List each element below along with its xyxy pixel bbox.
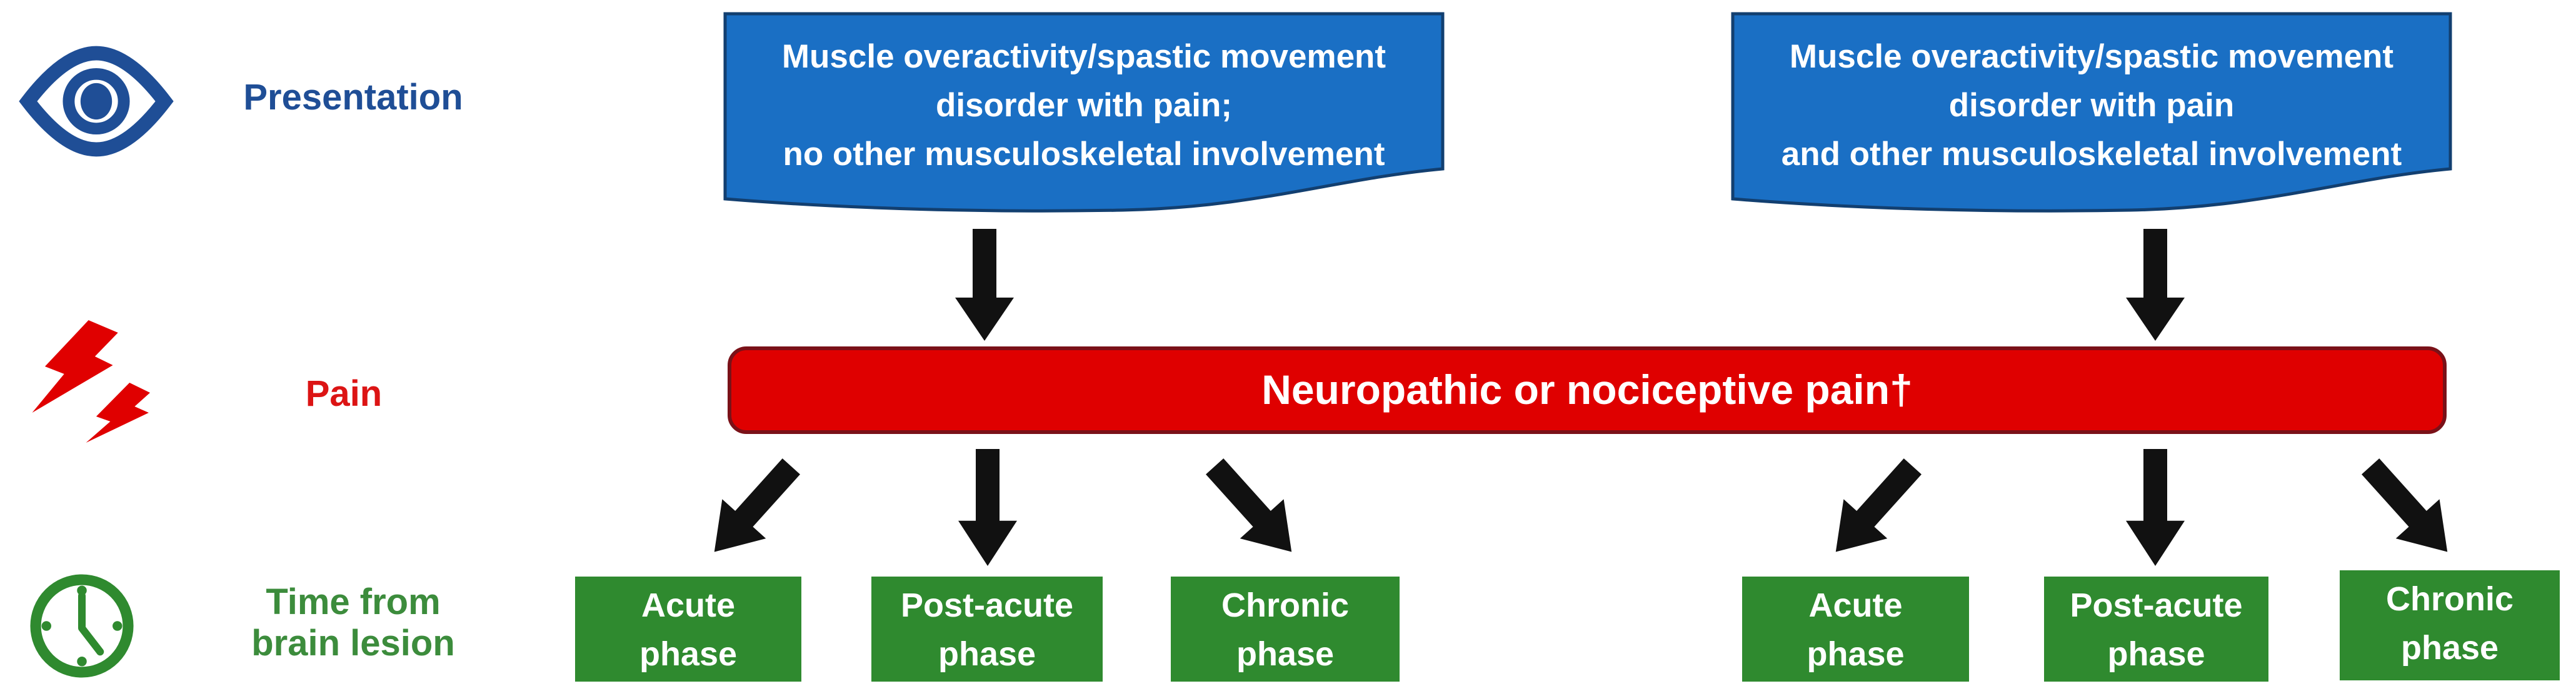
phase-box-chronic-right: Chronic phase <box>2340 570 2560 680</box>
phase-box-chronic-left: Chronic phase <box>1171 577 1400 682</box>
presentation-box-left-text: Muscle overactivity/spastic movement dis… <box>740 33 1428 179</box>
text-line: disorder with pain; <box>935 87 1233 124</box>
pain-label: Pain <box>305 373 383 414</box>
phase-line: Acute <box>641 587 736 624</box>
phase-line: phase <box>1236 635 1335 673</box>
text-line: Muscle overactivity/spastic movement <box>781 38 1386 75</box>
presentation-box-right-text: Muscle overactivity/spastic movement dis… <box>1748 33 2435 179</box>
presentation-box-right: Muscle overactivity/spastic movement dis… <box>1730 11 2453 218</box>
eye-icon <box>18 36 175 166</box>
phase-box-acute-left: Acute phase <box>575 577 801 682</box>
arrow-down-icon <box>956 449 1019 567</box>
text-line: Muscle overactivity/spastic movement <box>1789 38 2394 75</box>
phase-box-acute-right: Acute phase <box>1742 577 1969 682</box>
phase-line: Chronic <box>2385 580 2513 618</box>
lightning-icon <box>22 318 150 443</box>
arrow-down-right-icon <box>1191 445 1315 573</box>
clock-icon <box>28 572 136 680</box>
text-line: disorder with pain <box>1948 87 2235 124</box>
wave-shape <box>1731 12 2452 213</box>
pain-bar: Neuropathic or nociceptive pain† <box>728 346 2447 434</box>
time-label-line1: Time from <box>266 582 441 622</box>
arrow-down-left-icon <box>1812 445 1936 573</box>
phase-line: phase <box>2400 629 2499 667</box>
time-label-line2: brain lesion <box>251 623 455 663</box>
phase-line: Chronic <box>1221 587 1349 624</box>
phase-line: phase <box>938 635 1036 673</box>
arrow-down-icon <box>953 229 1016 341</box>
presentation-label: Presentation <box>243 77 463 118</box>
text-line: no other musculoskeletal involvement <box>783 136 1385 173</box>
phase-line: Post-acute <box>2070 587 2243 624</box>
arrow-down-icon <box>2124 449 2187 567</box>
arrow-down-left-icon <box>691 445 814 573</box>
phase-line: phase <box>639 635 738 673</box>
text-line: and other musculoskeletal involvement <box>1781 136 2402 173</box>
time-label: Time from brain lesion <box>206 582 500 664</box>
arrow-down-icon <box>2124 229 2187 341</box>
phase-line: Acute <box>1808 587 1903 624</box>
phase-box-postacute-right: Post-acute phase <box>2044 577 2268 682</box>
phase-line: phase <box>2107 635 2205 673</box>
arrow-down-right-icon <box>2347 445 2471 573</box>
phase-box-postacute-left: Post-acute phase <box>871 577 1103 682</box>
phase-line: phase <box>1807 635 1905 673</box>
wave-shape <box>723 12 1445 213</box>
phase-line: Post-acute <box>900 587 1074 624</box>
presentation-box-left: Muscle overactivity/spastic movement dis… <box>723 11 1445 218</box>
